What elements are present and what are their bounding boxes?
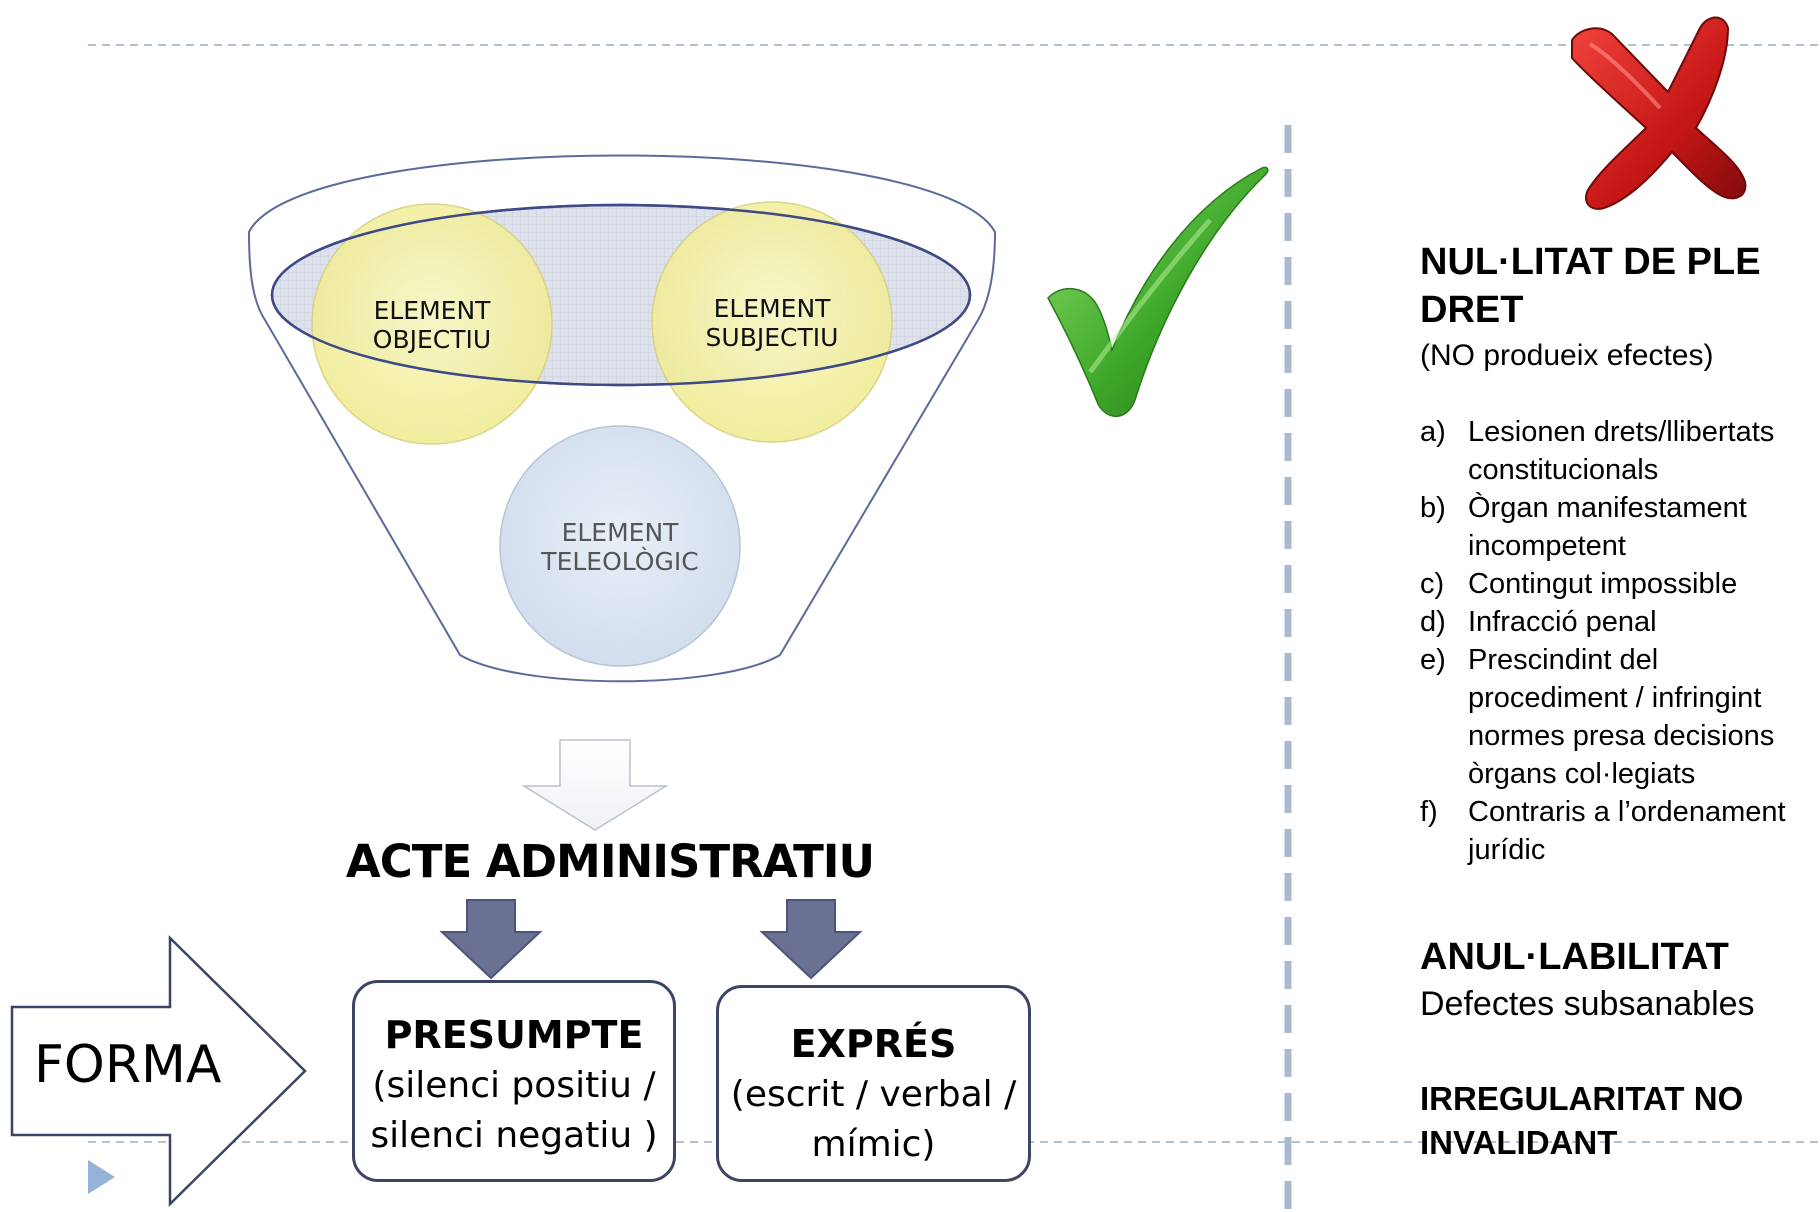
- list-item-letter: e): [1420, 644, 1446, 676]
- box-expres-line2: mímic): [811, 1124, 936, 1165]
- nullity-heading: NUL·LITAT DE PLE DRET: [1420, 241, 1761, 331]
- red-x-icon: [1571, 16, 1747, 210]
- label-element-teleologic: ELEMENT TELEOLÒGIC: [541, 518, 699, 576]
- box-expres-line1: (escrit / verbal /: [730, 1074, 1017, 1115]
- list-item-text: Lesionen drets/llibertats constitucional…: [1468, 416, 1775, 486]
- forma-arrow: [10, 935, 307, 1207]
- box-expres-title: EXPRÉS: [790, 1022, 957, 1066]
- list-item-letter: b): [1420, 492, 1446, 524]
- label-element-subjectiu: ELEMENT SUBJECTIU: [705, 294, 839, 352]
- box-presumpte-line1: (silenci positiu /: [372, 1065, 656, 1106]
- list-item-text: Contingut impossible: [1468, 568, 1738, 600]
- play-triangle-icon: [88, 1160, 115, 1194]
- annul-subheading: Defectes subsanables: [1420, 985, 1755, 1023]
- list-item-text: Contraris a l’ordenament jurídic: [1468, 796, 1786, 866]
- list-item-letter: f): [1420, 796, 1438, 828]
- forma-label: FORMA: [34, 1035, 222, 1095]
- list-item-text: Prescindint del procediment / infringint…: [1468, 644, 1775, 790]
- irregularitat-heading: IRREGULARITAT NO INVALIDANT: [1420, 1080, 1744, 1161]
- box-presumpte-line2: silenci negatiu ): [370, 1115, 658, 1156]
- box-presumpte: PRESUMPTE (silenci positiu / silenci neg…: [352, 980, 676, 1182]
- circle-objectiu: [311, 203, 553, 445]
- annul-heading: ANUL·LABILITAT: [1420, 936, 1729, 978]
- list-item-letter: a): [1420, 416, 1446, 448]
- circle-teleologic: [499, 425, 741, 667]
- box-expres: EXPRÉS (escrit / verbal / mímic): [716, 985, 1031, 1182]
- list-item: a) Lesionen drets/llibertats constitucio…: [1420, 413, 1820, 489]
- list-item: e) Prescindint del procediment / infring…: [1420, 641, 1820, 793]
- acte-administratiu-title: ACTE ADMINISTRATIU: [345, 835, 875, 888]
- list-item-text: Infracció penal: [1468, 606, 1657, 638]
- list-item-text: Òrgan manifestament incompetent: [1468, 492, 1747, 562]
- list-item: f) Contraris a l’ordenament jurídic: [1420, 793, 1820, 869]
- nullity-list: a) Lesionen drets/llibertats constitucio…: [1420, 413, 1820, 869]
- list-item-letter: d): [1420, 606, 1446, 638]
- check-mark-icon: [1047, 166, 1269, 417]
- label-element-objectiu: ELEMENT OBJECTIU: [372, 296, 492, 354]
- list-item-letter: c): [1420, 568, 1445, 600]
- dark-arrow-right: [759, 899, 863, 980]
- list-item: d) Infracció penal: [1420, 603, 1820, 641]
- box-presumpte-title: PRESUMPTE: [384, 1013, 644, 1057]
- list-item: c) Contingut impossible: [1420, 565, 1820, 603]
- dark-arrow-left: [439, 899, 543, 980]
- nullity-subheading: (NO produeix efectes): [1420, 339, 1714, 372]
- light-down-arrow: [521, 739, 669, 831]
- list-item: b) Òrgan manifestament incompetent: [1420, 489, 1820, 565]
